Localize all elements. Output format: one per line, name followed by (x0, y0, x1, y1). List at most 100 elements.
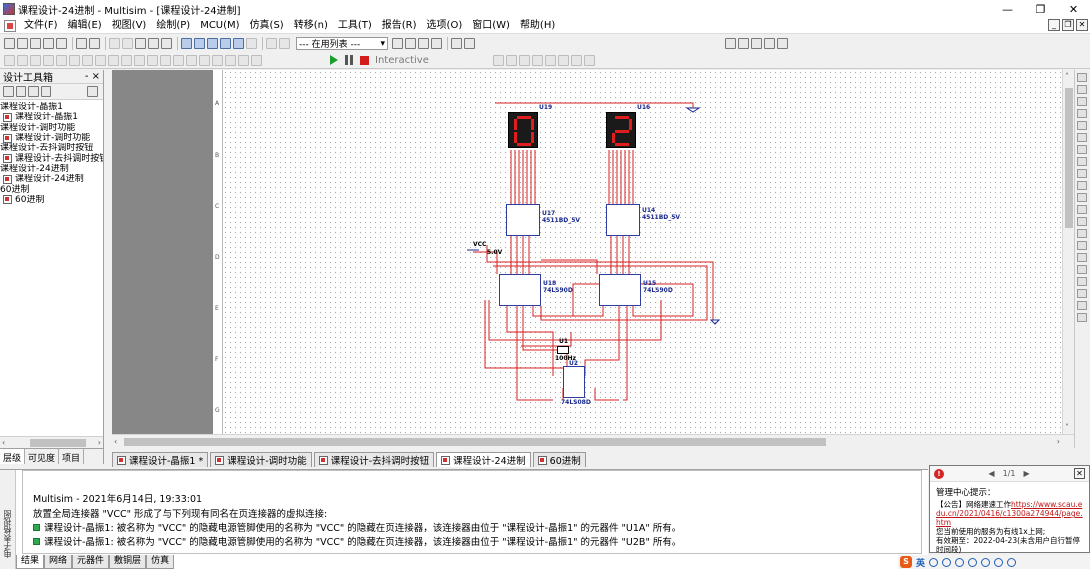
postprocessor-icon[interactable] (233, 38, 244, 49)
scroll-left-icon[interactable]: ‹ (114, 437, 118, 446)
erc-icon[interactable] (392, 38, 403, 49)
doc-close-button[interactable]: ✕ (1076, 19, 1088, 31)
bode-plotter-icon[interactable] (1077, 133, 1087, 142)
hierarchy-icon[interactable] (266, 38, 277, 49)
tree-design-base24[interactable]: 课程设计-24进制 (0, 164, 103, 174)
grid-menu-icon[interactable] (1007, 557, 1017, 567)
bus-component-icon[interactable] (251, 54, 262, 66)
scroll-right-icon[interactable]: › (97, 438, 101, 447)
tab-results[interactable]: 结果 (16, 555, 45, 569)
grapher-icon[interactable] (220, 38, 231, 49)
menu-window[interactable]: 窗口(W) (472, 19, 510, 31)
close-icon[interactable]: × (91, 71, 100, 82)
tree-design-timing[interactable]: 课程设计-调时功能 (0, 123, 103, 133)
results-log[interactable]: Multisim - 2021年6月14日, 19:33:01 放置全局连接器 … (22, 470, 922, 554)
restore-button[interactable]: ❐ (1035, 2, 1046, 16)
zoom-in-icon[interactable] (725, 38, 736, 49)
tab-nets[interactable]: 网络 (44, 555, 73, 569)
doc-minimize-button[interactable]: _ (1048, 19, 1060, 31)
schematic-sheet[interactable]: U19 0 U16 2 U17 4511BD_5V U14 4511BD_5V … (223, 70, 1062, 434)
open-design-icon[interactable] (15, 86, 27, 97)
fullscreen-icon[interactable] (777, 38, 788, 49)
minimize-button[interactable]: — (1002, 2, 1013, 16)
expand-icon[interactable] (33, 537, 40, 545)
in-use-list-select[interactable]: --- 在用列表 --- ▾ (296, 37, 388, 50)
save-icon[interactable] (43, 38, 54, 49)
probe-digital-icon[interactable] (557, 54, 569, 66)
probe-settings-icon[interactable] (570, 54, 582, 66)
open-icon[interactable] (17, 38, 28, 49)
probe-diff-icon[interactable] (531, 54, 543, 66)
function-generator-icon[interactable] (1077, 85, 1087, 94)
next-icon[interactable]: ▶ (1023, 469, 1030, 478)
cut-icon[interactable] (109, 38, 120, 49)
agilent-multimeter-icon[interactable] (1077, 253, 1087, 262)
doc-restore-button[interactable]: ❐ (1062, 19, 1074, 31)
open-sample-icon[interactable] (30, 38, 41, 49)
toggle-fullscreen-icon[interactable] (181, 38, 192, 49)
notice-close-button[interactable]: ✕ (1074, 468, 1085, 479)
distortion-analyzer-icon[interactable] (1077, 205, 1087, 214)
interactive-mode-label[interactable]: Interactive (375, 54, 429, 66)
probe-current-icon[interactable] (505, 54, 517, 66)
tree-design-debounce[interactable]: 课程设计-去抖调时按钮 (0, 143, 103, 153)
tab-timing[interactable]: 课程设计-调时功能 (210, 452, 312, 467)
close-design-icon[interactable] (40, 86, 52, 97)
probe-voltage-icon[interactable] (492, 54, 504, 66)
cmos-icon[interactable] (82, 54, 93, 66)
close-button[interactable]: ✕ (1068, 2, 1079, 16)
run-simulation-icon[interactable] (330, 55, 338, 65)
tree-sheet-timing[interactable]: 课程设计-调时功能 (0, 133, 103, 143)
new-design-icon[interactable] (3, 86, 14, 97)
menu-place[interactable]: 绘制(P) (156, 19, 191, 31)
ni-icon[interactable] (199, 54, 210, 66)
tektronix-oscilloscope-icon[interactable] (1077, 277, 1087, 286)
menu-options[interactable]: 选项(O) (426, 19, 463, 31)
menu-edit[interactable]: 编辑(E) (67, 19, 102, 31)
tree-sheet-base60[interactable]: 60进制 (0, 195, 103, 205)
menu-tools[interactable]: 工具(T) (337, 19, 372, 31)
hierarchical-block-icon[interactable] (238, 54, 249, 66)
undo-icon[interactable] (148, 38, 159, 49)
print-preview-icon[interactable] (89, 38, 100, 49)
back-annotate-icon[interactable] (405, 38, 416, 49)
toolbox-icon[interactable] (981, 557, 991, 567)
scrollbar-thumb[interactable] (30, 439, 86, 447)
scroll-up-icon[interactable]: ˄ (1065, 72, 1069, 81)
toolbox-horizontal-scrollbar[interactable]: ‹ › (0, 436, 103, 448)
redo-icon[interactable] (161, 38, 172, 49)
punctuation-icon[interactable] (929, 557, 939, 567)
probe-gear-icon[interactable] (583, 54, 595, 66)
scroll-left-icon[interactable]: ‹ (2, 438, 6, 447)
input-language[interactable]: 英 (916, 558, 926, 569)
menu-simulate[interactable]: 仿真(S) (249, 19, 284, 31)
tab-debounce[interactable]: 课程设计-去抖调时按钮 (313, 452, 435, 467)
tab-copper-layers[interactable]: 敷铜层 (109, 555, 147, 569)
annotate-icon[interactable] (431, 38, 442, 49)
sogou-ime-icon[interactable]: S (900, 556, 912, 568)
current-probe-icon[interactable] (1077, 301, 1087, 310)
bus-icon[interactable] (279, 38, 290, 49)
iv-analyzer-icon[interactable] (1077, 193, 1087, 202)
pause-simulation-icon[interactable] (345, 55, 353, 65)
spectrum-analyzer-icon[interactable] (1077, 217, 1087, 226)
forward-annotate-icon[interactable] (418, 38, 429, 49)
decoder-chip-u14[interactable] (606, 204, 640, 236)
indicator-icon[interactable] (121, 54, 132, 66)
connector-icon[interactable] (212, 54, 223, 66)
measurement-probe-icon[interactable] (1077, 313, 1087, 322)
save-design-icon[interactable] (28, 86, 39, 97)
tree-design-base60[interactable]: 60进制 (0, 184, 103, 195)
find-icon[interactable] (451, 38, 462, 49)
workspace-horizontal-scrollbar[interactable]: ‹ › (112, 434, 1074, 448)
network-analyzer-icon[interactable] (1077, 229, 1087, 238)
tab-crystal1[interactable]: 课程设计-晶振1 * (112, 452, 209, 467)
spreadsheet-view-icon[interactable] (194, 38, 205, 49)
oscilloscope-icon[interactable] (1077, 109, 1087, 118)
labview-icon[interactable] (1077, 289, 1087, 298)
four-channel-oscilloscope-icon[interactable] (1077, 121, 1087, 130)
menu-mcu[interactable]: MCU(M) (200, 19, 240, 31)
decoder-chip-u17[interactable] (506, 204, 540, 236)
frequency-counter-icon[interactable] (1077, 145, 1087, 154)
word-generator-icon[interactable] (1077, 157, 1087, 166)
